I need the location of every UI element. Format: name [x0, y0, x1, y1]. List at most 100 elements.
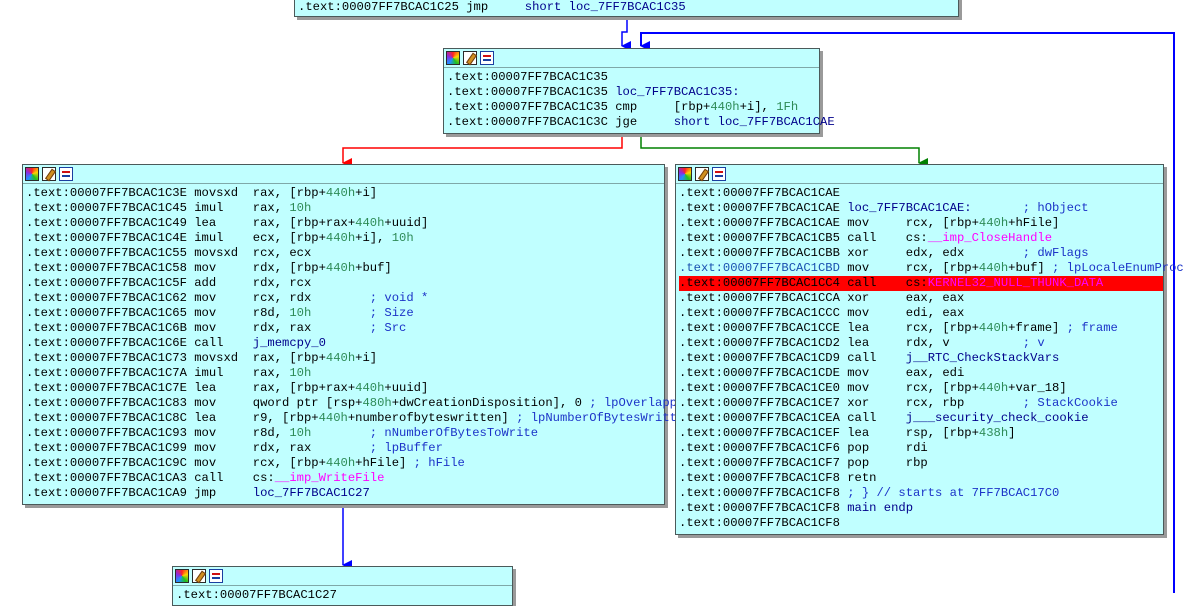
asm-line[interactable]: .text:00007FF7BCAC1C55 movsxd rcx, ecx [26, 246, 664, 261]
edge-cond-to-right [640, 134, 928, 168]
asm-line[interactable]: .text:00007FF7BCAC1CF8 retn [679, 471, 1163, 486]
operand: short loc_7FF7BCAC1CAE [673, 115, 835, 129]
operand: cs:__imp_WriteFile [252, 471, 385, 485]
asm-line[interactable]: .text:00007FF7BCAC1CBB xor edx, edx ; dw… [679, 246, 1163, 261]
asm-line[interactable]: .text:00007FF7BCAC1CF8 main endp [679, 501, 1163, 516]
rename-pencil-icon[interactable] [695, 167, 709, 181]
group-nodes-icon[interactable] [209, 569, 223, 583]
operand: rcx, rbp ; StackCookie [905, 396, 1118, 410]
mnemonic: lea [194, 381, 253, 395]
asm-line[interactable]: .text:00007FF7BCAC1CDE mov eax, edi [679, 366, 1163, 381]
mnemonic: mov [847, 366, 906, 380]
asm-line[interactable]: .text:00007FF7BCAC1CEF lea rsp, [rbp+438… [679, 426, 1163, 441]
mnemonic: mov [847, 216, 906, 230]
mnemonic: mov [194, 396, 253, 410]
node-cond[interactable]: .text:00007FF7BCAC1C35 .text:00007FF7BCA… [443, 48, 835, 134]
mnemonic: mov [194, 426, 253, 440]
asm-line[interactable]: .text:00007FF7BCAC1CE0 mov rcx, [rbp+440… [679, 381, 1163, 396]
address: .text:00007FF7BCAC1CAE [679, 201, 840, 215]
address: .text:00007FF7BCAC1CAE [679, 216, 840, 230]
asm-line[interactable]: .text:00007FF7BCAC1CD2 lea rdx, v ; v [679, 336, 1163, 351]
address: .text:00007FF7BCAC1CF8 [679, 486, 840, 500]
node-color-icon[interactable] [678, 167, 692, 181]
address: .text:00007FF7BCAC1C8C [26, 411, 187, 425]
mnemonic: call [194, 471, 253, 485]
address: .text:00007FF7BCAC1CEF [679, 426, 840, 440]
asm-line[interactable]: .text:00007FF7BCAC1C3C jge short loc_7FF… [447, 115, 835, 130]
asm-line[interactable]: .text:00007FF7BCAC1C9C mov rcx, [rbp+440… [26, 456, 664, 471]
asm-line[interactable]: .text:00007FF7BCAC1C65 mov r8d, 10h ; Si… [26, 306, 664, 321]
node-exit[interactable]: .text:00007FF7BCAC1CAE .text:00007FF7BCA… [675, 164, 1184, 535]
asm-line[interactable]: .text:00007FF7BCAC1CB5 call cs:__imp_Clo… [679, 231, 1163, 246]
address: .text:00007FF7BCAC1C49 [26, 216, 187, 230]
asm-line[interactable]: .text:00007FF7BCAC1C83 mov qword ptr [rs… [26, 396, 692, 411]
asm-line[interactable]: .text:00007FF7BCAC1CE7 xor rcx, rbp ; St… [679, 396, 1163, 411]
asm-line[interactable]: .text:00007FF7BCAC1CF6 pop rdi [679, 441, 1163, 456]
asm-line[interactable]: .text:00007FF7BCAC1C35 loc_7FF7BCAC1C35: [447, 85, 819, 100]
asm-line[interactable]: .text:00007FF7BCAC1CA9 jmp loc_7FF7BCAC1… [26, 486, 664, 501]
operand: loc_7FF7BCAC1C27 [252, 486, 370, 500]
asm-line[interactable]: .text:00007FF7BCAC1CCC mov edi, eax [679, 306, 1163, 321]
address: .text:00007FF7BCAC1C6B [26, 321, 187, 335]
asm-line[interactable]: .text:00007FF7BCAC1C35 cmp [rbp+440h+i],… [447, 100, 819, 115]
operand: rdx, rcx [252, 276, 312, 290]
asm-line[interactable]: .text:00007FF7BCAC1C35 [447, 70, 819, 85]
asm-line[interactable]: .text:00007FF7BCAC1C27 [176, 588, 512, 603]
group-nodes-icon[interactable] [712, 167, 726, 181]
group-nodes-icon[interactable] [59, 167, 73, 181]
asm-line[interactable]: .text:00007FF7BCAC1C25 jmp short loc_7FF… [298, 0, 958, 15]
asm-line[interactable]: .text:00007FF7BCAC1CF8 [679, 516, 1163, 531]
address: .text:00007FF7BCAC1C5F [26, 276, 187, 290]
asm-line[interactable]: .text:00007FF7BCAC1CAE loc_7FF7BCAC1CAE:… [679, 201, 1163, 216]
asm-line[interactable]: .text:00007FF7BCAC1CAE mov rcx, [rbp+440… [679, 216, 1163, 231]
address: .text:00007FF7BCAC1CBB [679, 246, 840, 260]
asm-line[interactable]: .text:00007FF7BCAC1C49 lea rax, [rbp+rax… [26, 216, 664, 231]
asm-line[interactable]: .text:00007FF7BCAC1C7E lea rax, [rbp+rax… [26, 381, 664, 396]
node-color-icon[interactable] [446, 51, 460, 65]
mnemonic: mov [847, 261, 906, 275]
asm-line[interactable]: .text:00007FF7BCAC1C8C lea r9, [rbp+440h… [26, 411, 692, 426]
node-color-icon[interactable] [175, 569, 189, 583]
operand: rdx, rax ; Src [252, 321, 407, 335]
asm-line[interactable]: .text:00007FF7BCAC1CC4 call cs:KERNEL32_… [679, 276, 1163, 291]
rename-pencil-icon[interactable] [192, 569, 206, 583]
address: .text:00007FF7BCAC1C99 [26, 441, 187, 455]
asm-line[interactable]: .text:00007FF7BCAC1C5F add rdx, rcx [26, 276, 664, 291]
operand: rdi [905, 441, 928, 455]
node-top-jmp[interactable]: .text:00007FF7BCAC1C25 jmp short loc_7FF… [294, 0, 959, 17]
asm-line[interactable]: .text:00007FF7BCAC1C58 mov rdx, [rbp+440… [26, 261, 664, 276]
asm-line[interactable]: .text:00007FF7BCAC1CD9 call j__RTC_Check… [679, 351, 1163, 366]
address: .text:00007FF7BCAC1CCE [679, 321, 840, 335]
asm-line[interactable]: .text:00007FF7BCAC1C3E movsxd rax, [rbp+… [26, 186, 664, 201]
mnemonic: lea [847, 336, 906, 350]
asm-line[interactable]: .text:00007FF7BCAC1C4E imul ecx, [rbp+44… [26, 231, 664, 246]
asm-line[interactable]: .text:00007FF7BCAC1C45 imul rax, 10h [26, 201, 664, 216]
group-nodes-icon[interactable] [480, 51, 494, 65]
node-header [173, 567, 512, 586]
address: .text:00007FF7BCAC1C7A [26, 366, 187, 380]
asm-line[interactable]: .text:00007FF7BCAC1C93 mov r8d, 10h ; nN… [26, 426, 664, 441]
rename-pencil-icon[interactable] [463, 51, 477, 65]
asm-line[interactable]: .text:00007FF7BCAC1C6B mov rdx, rax ; Sr… [26, 321, 664, 336]
asm-line[interactable]: .text:00007FF7BCAC1CBD mov rcx, [rbp+440… [679, 261, 1184, 276]
rename-pencil-icon[interactable] [42, 167, 56, 181]
operand: j_memcpy_0 [252, 336, 326, 350]
node-loop-body[interactable]: .text:00007FF7BCAC1C3E movsxd rax, [rbp+… [22, 164, 692, 505]
address: .text:00007FF7BCAC1C58 [26, 261, 187, 275]
asm-line[interactable]: .text:00007FF7BCAC1C7A imul rax, 10h [26, 366, 664, 381]
asm-line[interactable]: .text:00007FF7BCAC1C6E call j_memcpy_0 [26, 336, 664, 351]
asm-line[interactable]: .text:00007FF7BCAC1CEA call j___security… [679, 411, 1163, 426]
asm-line[interactable]: .text:00007FF7BCAC1CF7 pop rbp [679, 456, 1163, 471]
asm-line[interactable]: .text:00007FF7BCAC1CAE [679, 186, 1163, 201]
asm-line[interactable]: .text:00007FF7BCAC1CCA xor eax, eax [679, 291, 1163, 306]
address: .text:00007FF7BCAC1C35 [447, 85, 608, 99]
asm-line[interactable]: .text:00007FF7BCAC1CCE lea rcx, [rbp+440… [679, 321, 1163, 336]
node-header [676, 165, 1163, 184]
asm-line[interactable]: .text:00007FF7BCAC1CA3 call cs:__imp_Wri… [26, 471, 664, 486]
node-bottom[interactable]: .text:00007FF7BCAC1C27 [172, 566, 513, 606]
asm-line[interactable]: .text:00007FF7BCAC1C99 mov rdx, rax ; lp… [26, 441, 664, 456]
asm-line[interactable]: .text:00007FF7BCAC1C73 movsxd rax, [rbp+… [26, 351, 664, 366]
asm-line[interactable]: .text:00007FF7BCAC1C62 mov rcx, rdx ; vo… [26, 291, 664, 306]
node-color-icon[interactable] [25, 167, 39, 181]
asm-line[interactable]: .text:00007FF7BCAC1CF8 ; } // starts at … [679, 486, 1163, 501]
